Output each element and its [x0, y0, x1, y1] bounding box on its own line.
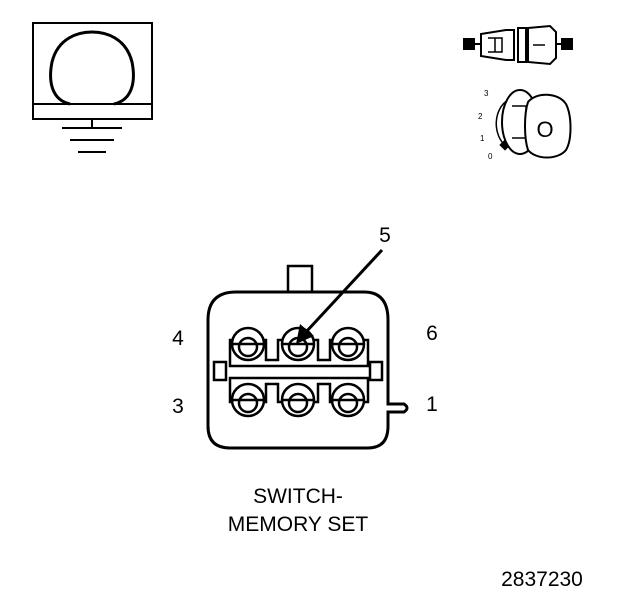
plug-collar	[517, 27, 527, 63]
key-head	[524, 93, 572, 159]
ignition-key-icon: 3 2 1 0 O	[478, 89, 572, 161]
pin-cavity-1	[330, 382, 366, 418]
pin-label-3: 3	[172, 395, 184, 418]
key-position-2: 2	[478, 112, 483, 121]
connector-caption-line2: MEMORY SET	[228, 513, 369, 536]
plug-left-wire-end	[463, 38, 475, 50]
pin5-leader-arrow	[296, 248, 384, 344]
plug-male-detail	[488, 37, 503, 53]
pin-cavity-4	[230, 326, 266, 362]
figure-id: 2837230	[501, 568, 583, 591]
pin-label-5: 5	[379, 224, 391, 247]
connector-left-key	[212, 360, 228, 382]
key-position-1: 1	[480, 134, 485, 143]
plug-right-wire-end	[561, 38, 573, 50]
pin-cavity-3	[230, 382, 266, 418]
connector-plug-icon	[463, 24, 573, 66]
key-position-3: 3	[484, 89, 489, 98]
connector-latch	[286, 264, 314, 294]
key-position-0: 0	[488, 152, 493, 161]
pin-cavity-6	[330, 326, 366, 362]
omega-glyph	[49, 30, 135, 106]
key-rotation-arc	[495, 99, 509, 147]
omega-ground-symbol	[32, 22, 153, 153]
pin-cavity-2	[280, 382, 316, 418]
plug-male-body	[480, 29, 515, 61]
connector-right-key	[368, 360, 384, 382]
connector-caption-line1: SWITCH-	[253, 485, 343, 508]
pin-label-6: 6	[426, 322, 438, 345]
key-face-label: O	[536, 117, 553, 142]
pin-label-4: 4	[172, 327, 184, 350]
pin-label-1: 1	[426, 393, 438, 416]
connector-face	[206, 264, 409, 450]
